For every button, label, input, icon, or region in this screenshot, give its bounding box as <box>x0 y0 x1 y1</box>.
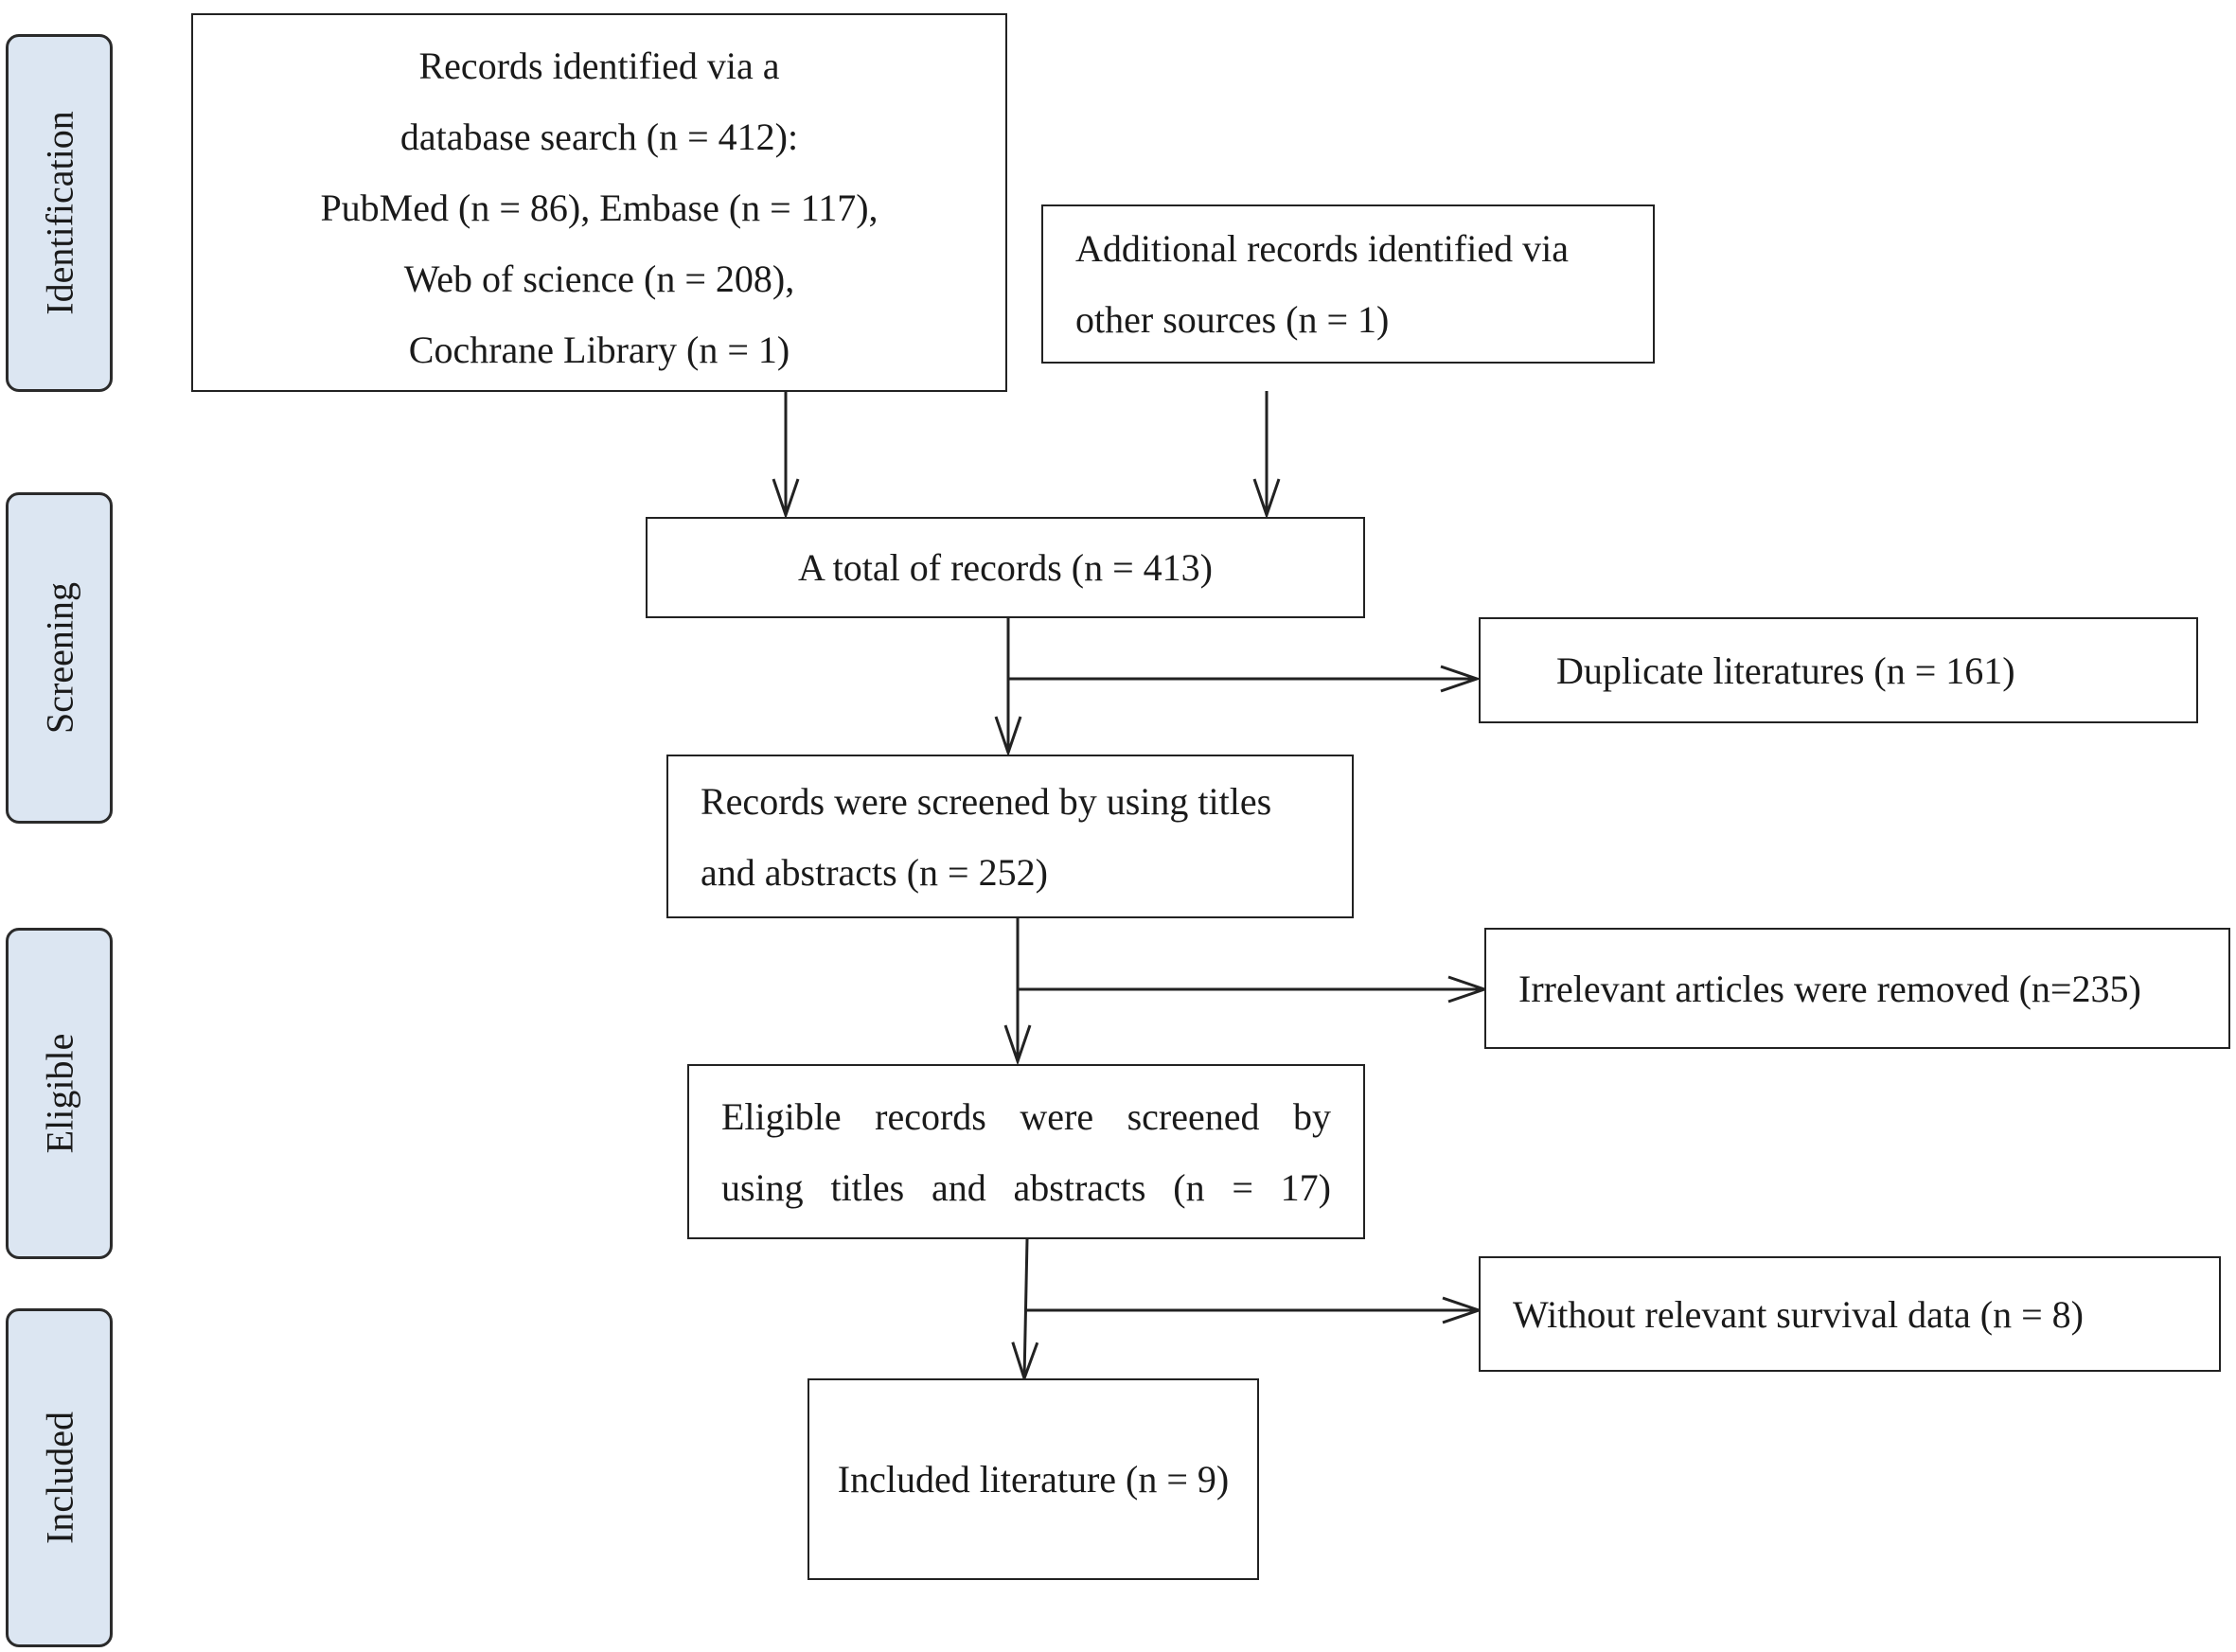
box-line: database search (n = 412): <box>399 115 799 158</box>
box-line: PubMed (n = 86), Embase (n = 117), <box>320 186 878 229</box>
box-line: Eligible records were screened by <box>721 1094 1331 1138</box>
total-records-box: A total of records (n = 413) <box>646 517 1365 618</box>
screened-box: Records were screened by using titles an… <box>666 755 1354 918</box>
irrelevant-box: Irrelevant articles were removed (n=235) <box>1484 928 2230 1049</box>
included-literature-box: Included literature (n = 9) <box>807 1378 1259 1580</box>
arrow-eligible-to-included <box>1024 1238 1027 1378</box>
stage-label: Included <box>38 1412 80 1544</box>
stage-label: Identification <box>38 111 80 315</box>
stage-identification: Identification <box>6 34 113 392</box>
box-line: Included literature (n = 9) <box>837 1458 1230 1501</box>
eligible-records-box: Eligible records were screened by using … <box>687 1064 1365 1239</box>
box-line: Additional records identified via <box>1075 227 1569 270</box>
stage-screening: Screening <box>6 492 113 824</box>
duplicates-box: Duplicate literatures (n = 161) <box>1479 617 2198 723</box>
box-line: Without relevant survival data (n = 8) <box>1513 1292 2084 1336</box>
stage-included: Included <box>6 1308 113 1647</box>
box-line: Irrelevant articles were removed (n=235) <box>1518 967 2141 1010</box>
box-line: Cochrane Library (n = 1) <box>408 328 790 371</box>
box-line: A total of records (n = 413) <box>797 546 1213 589</box>
box-line: using titles and abstracts (n = 17) <box>721 1165 1331 1209</box>
box-line: Duplicate literatures (n = 161) <box>1556 648 2015 692</box>
stage-label: Eligible <box>38 1033 80 1154</box>
box-line: Records identified via a <box>418 44 780 87</box>
database-search-box: Records identified via a database search… <box>191 13 1007 392</box>
stage-eligible: Eligible <box>6 928 113 1259</box>
stage-label: Screening <box>38 582 80 734</box>
box-line: Web of science (n = 208), <box>403 257 795 300</box>
other-sources-box: Additional records identified via other … <box>1041 204 1655 364</box>
box-line: Records were screened by using titles <box>701 779 1272 823</box>
box-line: and abstracts (n = 252) <box>701 850 1048 894</box>
box-line: other sources (n = 1) <box>1075 298 1390 341</box>
no-survival-box: Without relevant survival data (n = 8) <box>1479 1256 2221 1372</box>
